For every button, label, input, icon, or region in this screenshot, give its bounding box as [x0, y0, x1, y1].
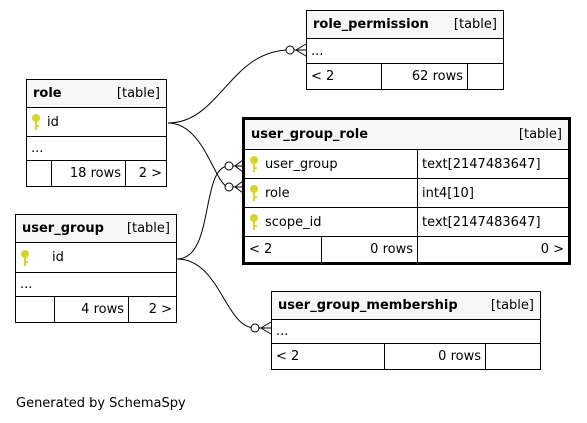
parents-count[interactable]: < 2 [276, 349, 300, 364]
key-icon [250, 214, 258, 230]
table-name: role [33, 86, 62, 101]
table-role[interactable]: role [table] id ... 18 rows 2 > [26, 79, 167, 187]
table-name: user_group [22, 221, 104, 236]
ellipsis-row: ... [27, 137, 166, 161]
parents-count[interactable] [16, 297, 54, 322]
column-type: int4[10] [417, 179, 568, 207]
table-name: user_group_membership [278, 298, 458, 313]
key-icon [21, 249, 29, 266]
crows-foot-marker [295, 43, 307, 57]
ellipsis-row: ... [16, 273, 176, 297]
children-count[interactable]: 2 > [125, 161, 166, 186]
more-columns: ... [31, 141, 44, 156]
optional-marker [224, 161, 234, 171]
table-role-permission[interactable]: role_permission [table] ... < 2 62 rows [306, 10, 504, 90]
column-name: id [52, 250, 64, 265]
column-row[interactable]: scope_id text[2147483647] [245, 208, 568, 237]
column-name: user_group [265, 156, 338, 172]
table-header: role_permission [table] [307, 11, 503, 39]
column-name: id [47, 114, 59, 130]
children-count[interactable] [467, 64, 503, 89]
ellipsis-row: ... [307, 39, 503, 64]
column-row[interactable]: id [27, 108, 166, 137]
table-header: role [table] [27, 80, 166, 108]
table-user-group-role[interactable]: user_group_role [table] user_group text[… [242, 117, 571, 265]
edge-role-to-role-permission [167, 49, 306, 124]
row-count: 4 rows [54, 297, 128, 322]
key-icon [250, 185, 258, 201]
column-row[interactable]: role int4[10] [245, 179, 568, 208]
crows-foot-marker [234, 180, 244, 194]
edge-role-to-user-group-role [167, 122, 243, 188]
stats-row: 4 rows 2 > [16, 297, 176, 322]
table-header: user_group_role [table] [245, 120, 568, 150]
column-name: scope_id [265, 214, 322, 230]
edge-user-group-to-user-group-role [176, 165, 243, 260]
column-cell: id [27, 108, 63, 136]
stats-row: < 2 0 rows [272, 344, 540, 369]
children-count[interactable]: 0 > [417, 237, 568, 262]
table-user-group-membership[interactable]: user_group_membership [table] ... < 2 0 … [271, 291, 541, 370]
table-type: [table] [518, 127, 562, 142]
row-count: 62 rows [381, 64, 467, 89]
key-icon [32, 114, 40, 130]
parents-count[interactable]: < 2 [249, 242, 273, 257]
optional-marker [250, 323, 260, 333]
crows-foot-marker [234, 159, 244, 173]
column-type: text[2147483647] [417, 208, 568, 236]
stats-row: 18 rows 2 > [27, 161, 166, 186]
table-type: [table] [453, 17, 497, 32]
optional-marker [224, 182, 234, 192]
table-type: [table] [490, 298, 534, 313]
stats-row: < 2 0 rows 0 > [245, 237, 568, 262]
column-cell: id [16, 243, 68, 272]
column-row[interactable]: id [16, 243, 176, 273]
column-cell: role [245, 179, 417, 207]
optional-marker [285, 45, 295, 55]
crows-foot-marker [260, 321, 272, 335]
stats-row: < 2 62 rows [307, 64, 503, 89]
table-user-group[interactable]: user_group [table] id ... 4 rows 2 > [15, 214, 177, 323]
more-columns: ... [311, 43, 324, 59]
table-name: user_group_role [251, 127, 369, 142]
column-row[interactable]: user_group text[2147483647] [245, 150, 568, 179]
children-count[interactable]: 2 > [128, 297, 176, 322]
table-type: [table] [116, 86, 160, 101]
column-cell: scope_id [245, 208, 417, 236]
table-header: user_group [table] [16, 215, 176, 243]
table-header: user_group_membership [table] [272, 292, 540, 320]
row-count: 0 rows [384, 344, 485, 369]
children-count[interactable] [485, 344, 540, 369]
table-type: [table] [126, 221, 170, 236]
parents-count[interactable] [27, 161, 51, 186]
more-columns: ... [276, 324, 289, 339]
generated-by-label: Generated by SchemaSpy [16, 396, 186, 411]
key-icon [250, 156, 258, 172]
row-count: 0 rows [321, 237, 417, 262]
ellipsis-row: ... [272, 320, 540, 344]
edge-user-group-to-membership [176, 258, 271, 329]
more-columns: ... [20, 277, 33, 292]
column-type: text[2147483647] [417, 150, 568, 178]
row-count: 18 rows [51, 161, 125, 186]
column-name: role [265, 185, 290, 201]
column-cell: user_group [245, 150, 417, 178]
parents-count[interactable]: < 2 [311, 69, 335, 84]
table-name: role_permission [313, 17, 429, 32]
